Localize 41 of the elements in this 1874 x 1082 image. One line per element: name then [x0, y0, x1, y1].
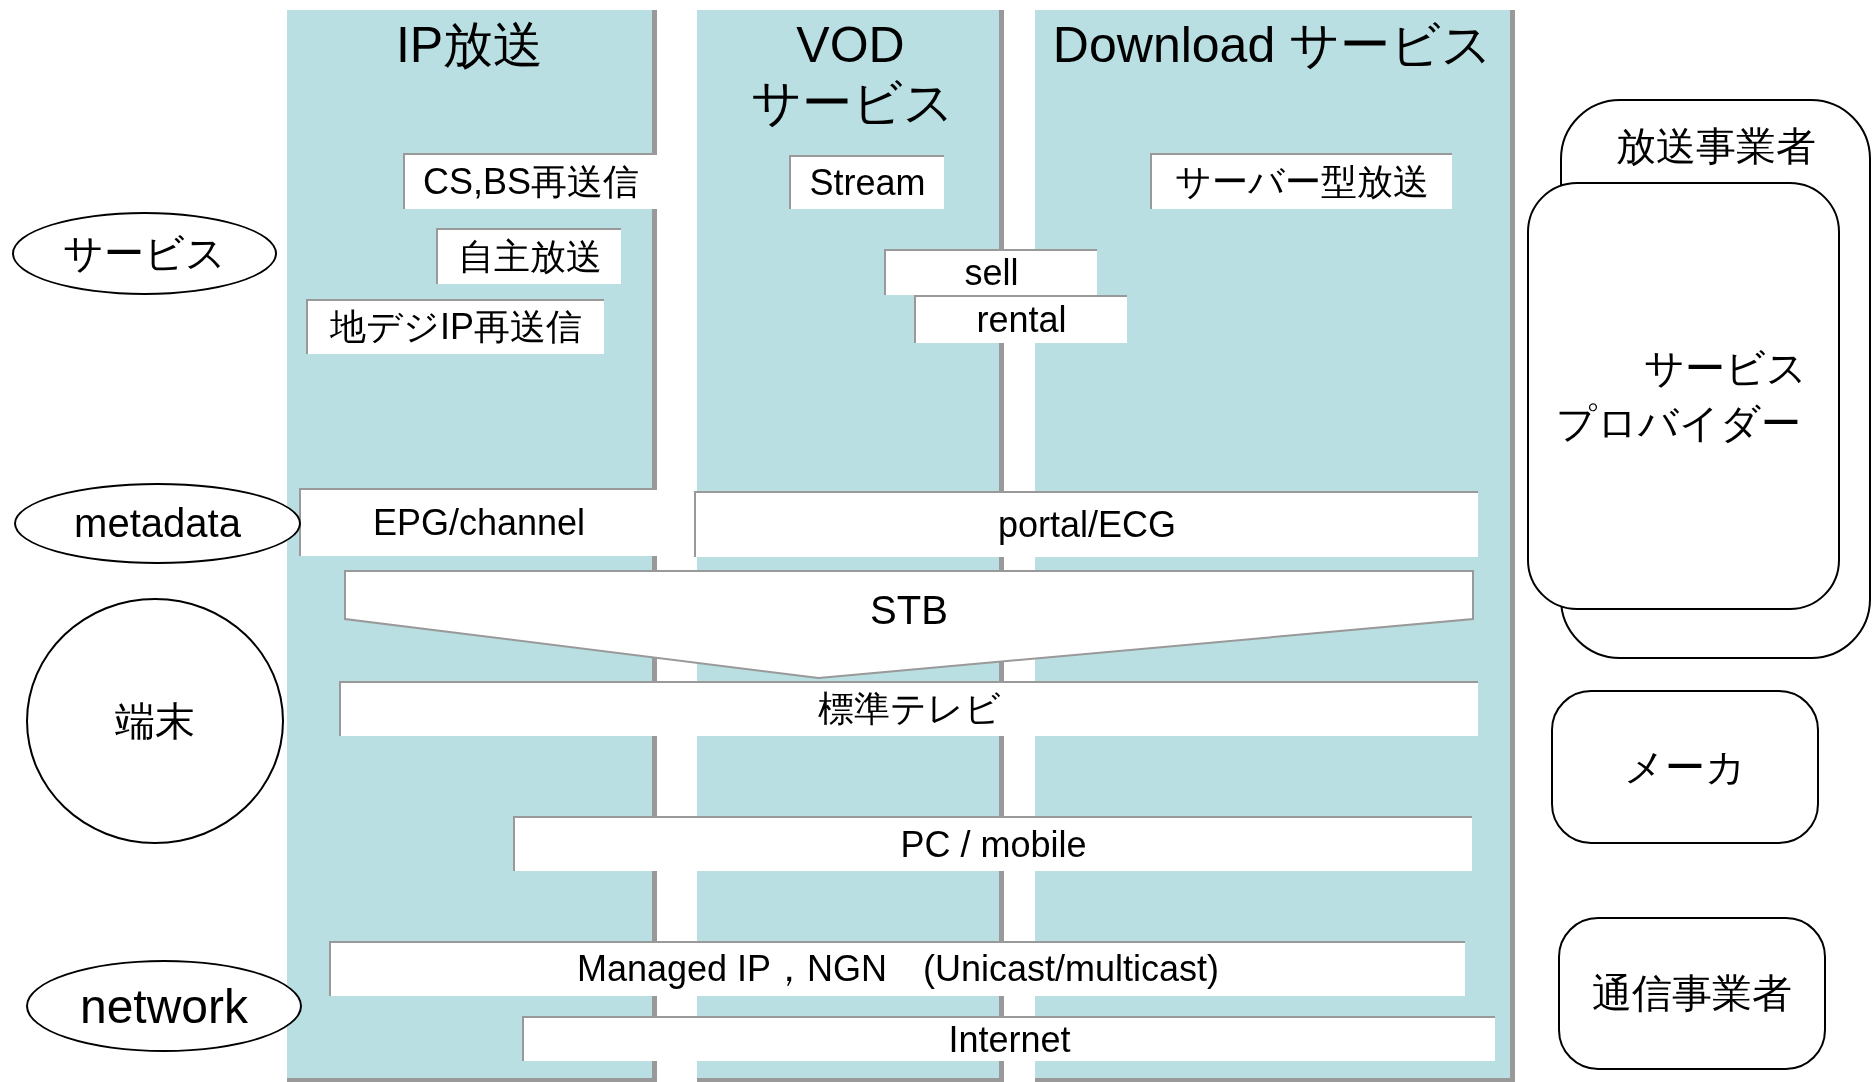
band-label: Managed IP，NGN (Unicast/multicast): [576, 947, 1220, 991]
box-label: サーバー型放送: [1175, 159, 1429, 204]
band-label: 標準テレビ: [818, 687, 1001, 731]
layer-band: [339, 681, 1478, 736]
layer-band: [299, 488, 657, 556]
player-label: サービスプロバイダー: [1555, 345, 1808, 447]
box-label: Stream: [809, 162, 926, 204]
player-label: 通信事業者: [1592, 970, 1792, 1017]
player-label: メーカ: [1624, 743, 1746, 791]
player-box: [1558, 917, 1826, 1070]
service-label-box: [789, 155, 944, 209]
category-label: サービス: [63, 230, 226, 277]
box-label: 自主放送: [457, 234, 602, 279]
service-label-box: [306, 299, 604, 354]
service-label-box: [914, 295, 1127, 343]
player-box: [1551, 690, 1819, 844]
layer-band: [513, 816, 1472, 871]
column-heading: VOD サービス: [750, 16, 951, 132]
band-label: portal/ECG: [997, 504, 1177, 546]
band-label: Internet: [948, 1018, 1071, 1061]
box-label: sell: [964, 252, 1019, 294]
layer-band: [522, 1016, 1495, 1061]
band-label: EPG/channel: [372, 502, 586, 544]
layer-band: [329, 941, 1465, 996]
service-label-box: [403, 153, 657, 209]
box-label: 地デジIP再送信: [330, 305, 582, 349]
player-box: [1527, 182, 1840, 610]
column-heading: IP放送: [394, 16, 545, 74]
category-label: metadata: [74, 501, 241, 546]
band-label: PC / mobile: [900, 823, 1087, 866]
service-label-box: [436, 228, 621, 284]
layer-band: [694, 491, 1478, 557]
service-label-box: [884, 249, 1097, 295]
category-label: 端末: [115, 697, 195, 745]
box-label: CS,BS再送信: [422, 159, 639, 204]
band-label: STB: [870, 588, 948, 633]
category-label: network: [79, 978, 249, 1034]
column-heading: Download サービス: [1051, 16, 1494, 74]
box-label: rental: [976, 299, 1067, 341]
service-label-box: [1150, 153, 1452, 209]
player-label: 放送事業者: [1615, 123, 1816, 170]
